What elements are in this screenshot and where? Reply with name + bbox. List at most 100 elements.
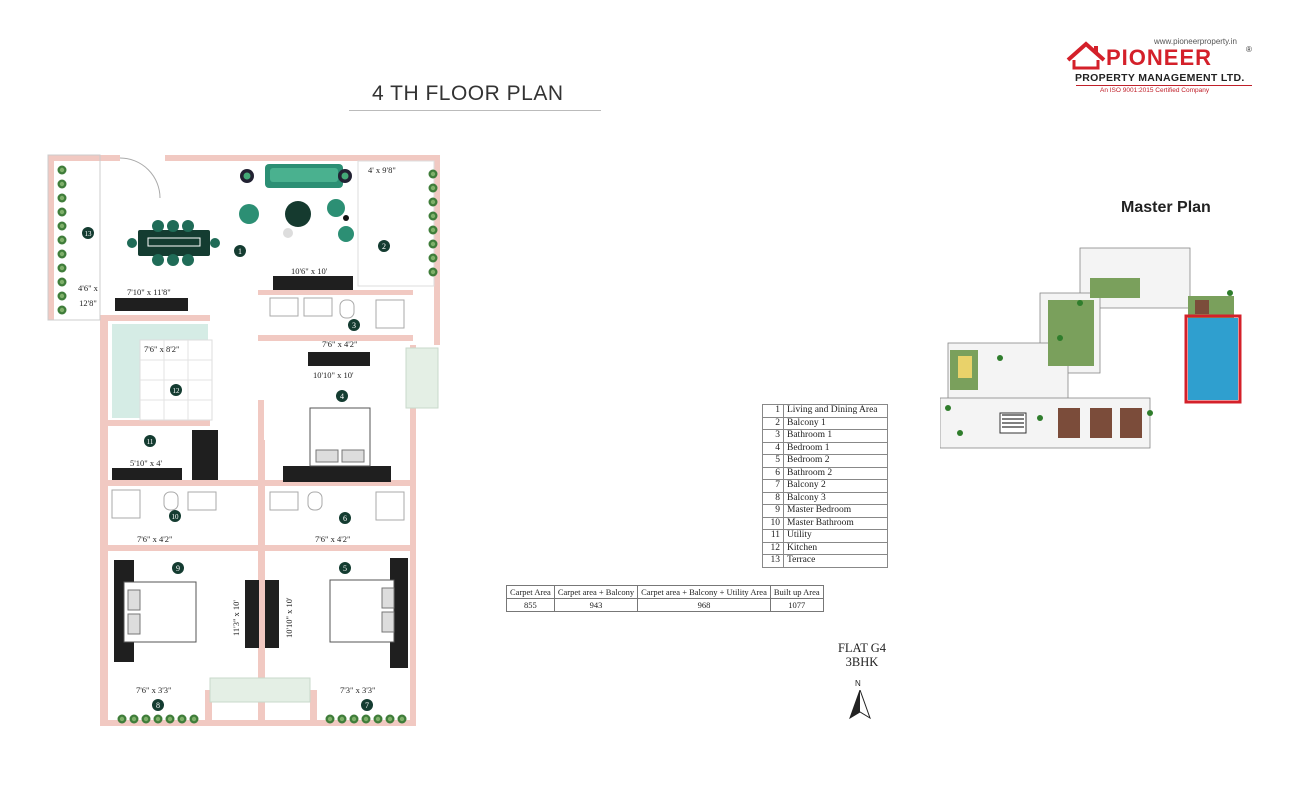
- logo-subtitle: PROPERTY MANAGEMENT LTD.: [1075, 72, 1245, 84]
- dim-balcony1: 4' x 9'8": [368, 165, 396, 175]
- logo-url: www.pioneerproperty.in: [1154, 37, 1238, 46]
- sofa-set: [239, 164, 354, 242]
- dim-master-bed: 11'3" x 10': [231, 600, 241, 636]
- dim-living: 10'6" x 10': [291, 266, 328, 276]
- room-markers: 1 2 3 4 5 6 7 8 9 10 11 12 13: [82, 227, 390, 711]
- room-marker-1: 1: [238, 247, 242, 256]
- terrace-planters: [57, 165, 67, 315]
- logo-iso-text: An ISO 9001:2015 Certified Company: [1100, 87, 1210, 94]
- house-logo-icon: [1066, 41, 1106, 70]
- dim-bath2: 7'6" x 4'2": [315, 534, 351, 544]
- dim-bath1: 7'6" x 4'2": [322, 339, 358, 349]
- room-marker-5: 5: [343, 564, 347, 573]
- dim-bed2: 10'10" x 10': [284, 597, 294, 638]
- master-plan-map: [940, 247, 1242, 449]
- room-marker-2: 2: [382, 242, 386, 251]
- area-table-header-row: Carpet Area Carpet area + Balcony Carpet…: [506, 585, 824, 599]
- dim-terrace-a: 4'6" x: [78, 283, 99, 293]
- area-value-carpet-balcony-utility: 968: [637, 598, 771, 612]
- counters: [112, 276, 391, 648]
- legend-number: 13: [762, 554, 784, 568]
- legend-text: Kitchen: [783, 541, 888, 555]
- flat-number: FLAT G4: [837, 641, 887, 655]
- dim-balcony2: 7'3" x 3'3": [340, 685, 376, 695]
- room-marker-10: 10: [172, 513, 180, 521]
- dim-utility: 5'10" x 4': [130, 458, 163, 468]
- area-value-builtup: 1077: [769, 598, 824, 612]
- area-header-carpet: Carpet Area: [506, 585, 555, 599]
- room-marker-9: 9: [176, 564, 180, 573]
- legend-text: Living and Dining Area: [783, 404, 888, 418]
- legend-number: 5: [762, 454, 784, 468]
- dim-masterbath: 7'6" x 4'2": [137, 534, 173, 544]
- windows: [209, 347, 439, 703]
- selected-block-highlight: [1184, 314, 1242, 404]
- area-value-carpet-balcony: 943: [553, 598, 639, 612]
- area-table: Carpet Area Carpet area + Balcony Carpet…: [506, 585, 824, 612]
- dim-terrace-b: 12'8": [79, 298, 97, 308]
- north-label: N: [855, 679, 861, 688]
- page-title: 4 TH FLOOR PLAN: [372, 82, 564, 105]
- legend-number: 1: [762, 404, 784, 418]
- beds: [114, 407, 408, 668]
- dim-bed1: 10'10" x 10': [313, 370, 354, 380]
- bath-fixtures: [111, 297, 405, 521]
- area-header-carpet-balcony-utility: Carpet area + Balcony + Utility Area: [637, 585, 771, 599]
- legend-text: Balcony 1: [783, 416, 888, 430]
- area-header-builtup: Built up Area: [769, 585, 824, 599]
- dim-dining: 7'10" x 11'8": [127, 287, 171, 297]
- title-underline: [349, 110, 601, 111]
- room-marker-6: 6: [343, 514, 347, 523]
- legend-text: Terrace: [783, 554, 888, 568]
- dining-table: [127, 220, 220, 266]
- room-marker-4: 4: [340, 392, 344, 401]
- walls: [48, 155, 440, 726]
- room-marker-8: 8: [156, 701, 160, 710]
- legend-text: Balcony 3: [783, 491, 888, 505]
- legend-number: 10: [762, 516, 784, 530]
- legend-text: Balcony 2: [783, 479, 888, 493]
- legend-text: Master Bedroom: [783, 504, 888, 518]
- area-header-carpet-balcony: Carpet area + Balcony: [553, 585, 639, 599]
- legend-number: 6: [762, 466, 784, 480]
- area-table-value-row: 855 943 968 1077: [506, 598, 824, 612]
- room-marker-7: 7: [365, 701, 369, 710]
- dim-balcony3: 7'6" x 3'3": [136, 685, 172, 695]
- dimension-labels: 10'6" x 10' 4' x 9'8" 4'6" x 12'8" 7'10"…: [78, 165, 396, 695]
- logo-registered-mark: ®: [1246, 45, 1252, 54]
- legend-text: Bedroom 1: [783, 441, 888, 455]
- legend-number: 3: [762, 429, 784, 443]
- logo-divider: [1076, 85, 1252, 86]
- legend-text: Bathroom 2: [783, 466, 888, 480]
- room-marker-3: 3: [352, 321, 356, 330]
- legend-text: Utility: [783, 529, 888, 543]
- flat-label: FLAT G4 3BHK: [832, 641, 892, 669]
- legend-number: 4: [762, 441, 784, 455]
- legend-text: Bathroom 1: [783, 429, 888, 443]
- room-marker-11: 11: [147, 438, 154, 446]
- master-plan-title: Master Plan: [1121, 199, 1211, 216]
- legend-text: Master Bathroom: [783, 516, 888, 530]
- flat-type: 3BHK: [845, 655, 879, 669]
- legend-number: 11: [762, 529, 784, 543]
- pool: [1188, 318, 1238, 400]
- room-marker-12: 12: [173, 387, 181, 395]
- legend-number: 2: [762, 416, 784, 430]
- legend-number: 8: [762, 491, 784, 505]
- legend-text: Bedroom 2: [783, 454, 888, 468]
- logo-name: PIONEER: [1106, 45, 1213, 70]
- area-value-carpet: 855: [506, 598, 555, 612]
